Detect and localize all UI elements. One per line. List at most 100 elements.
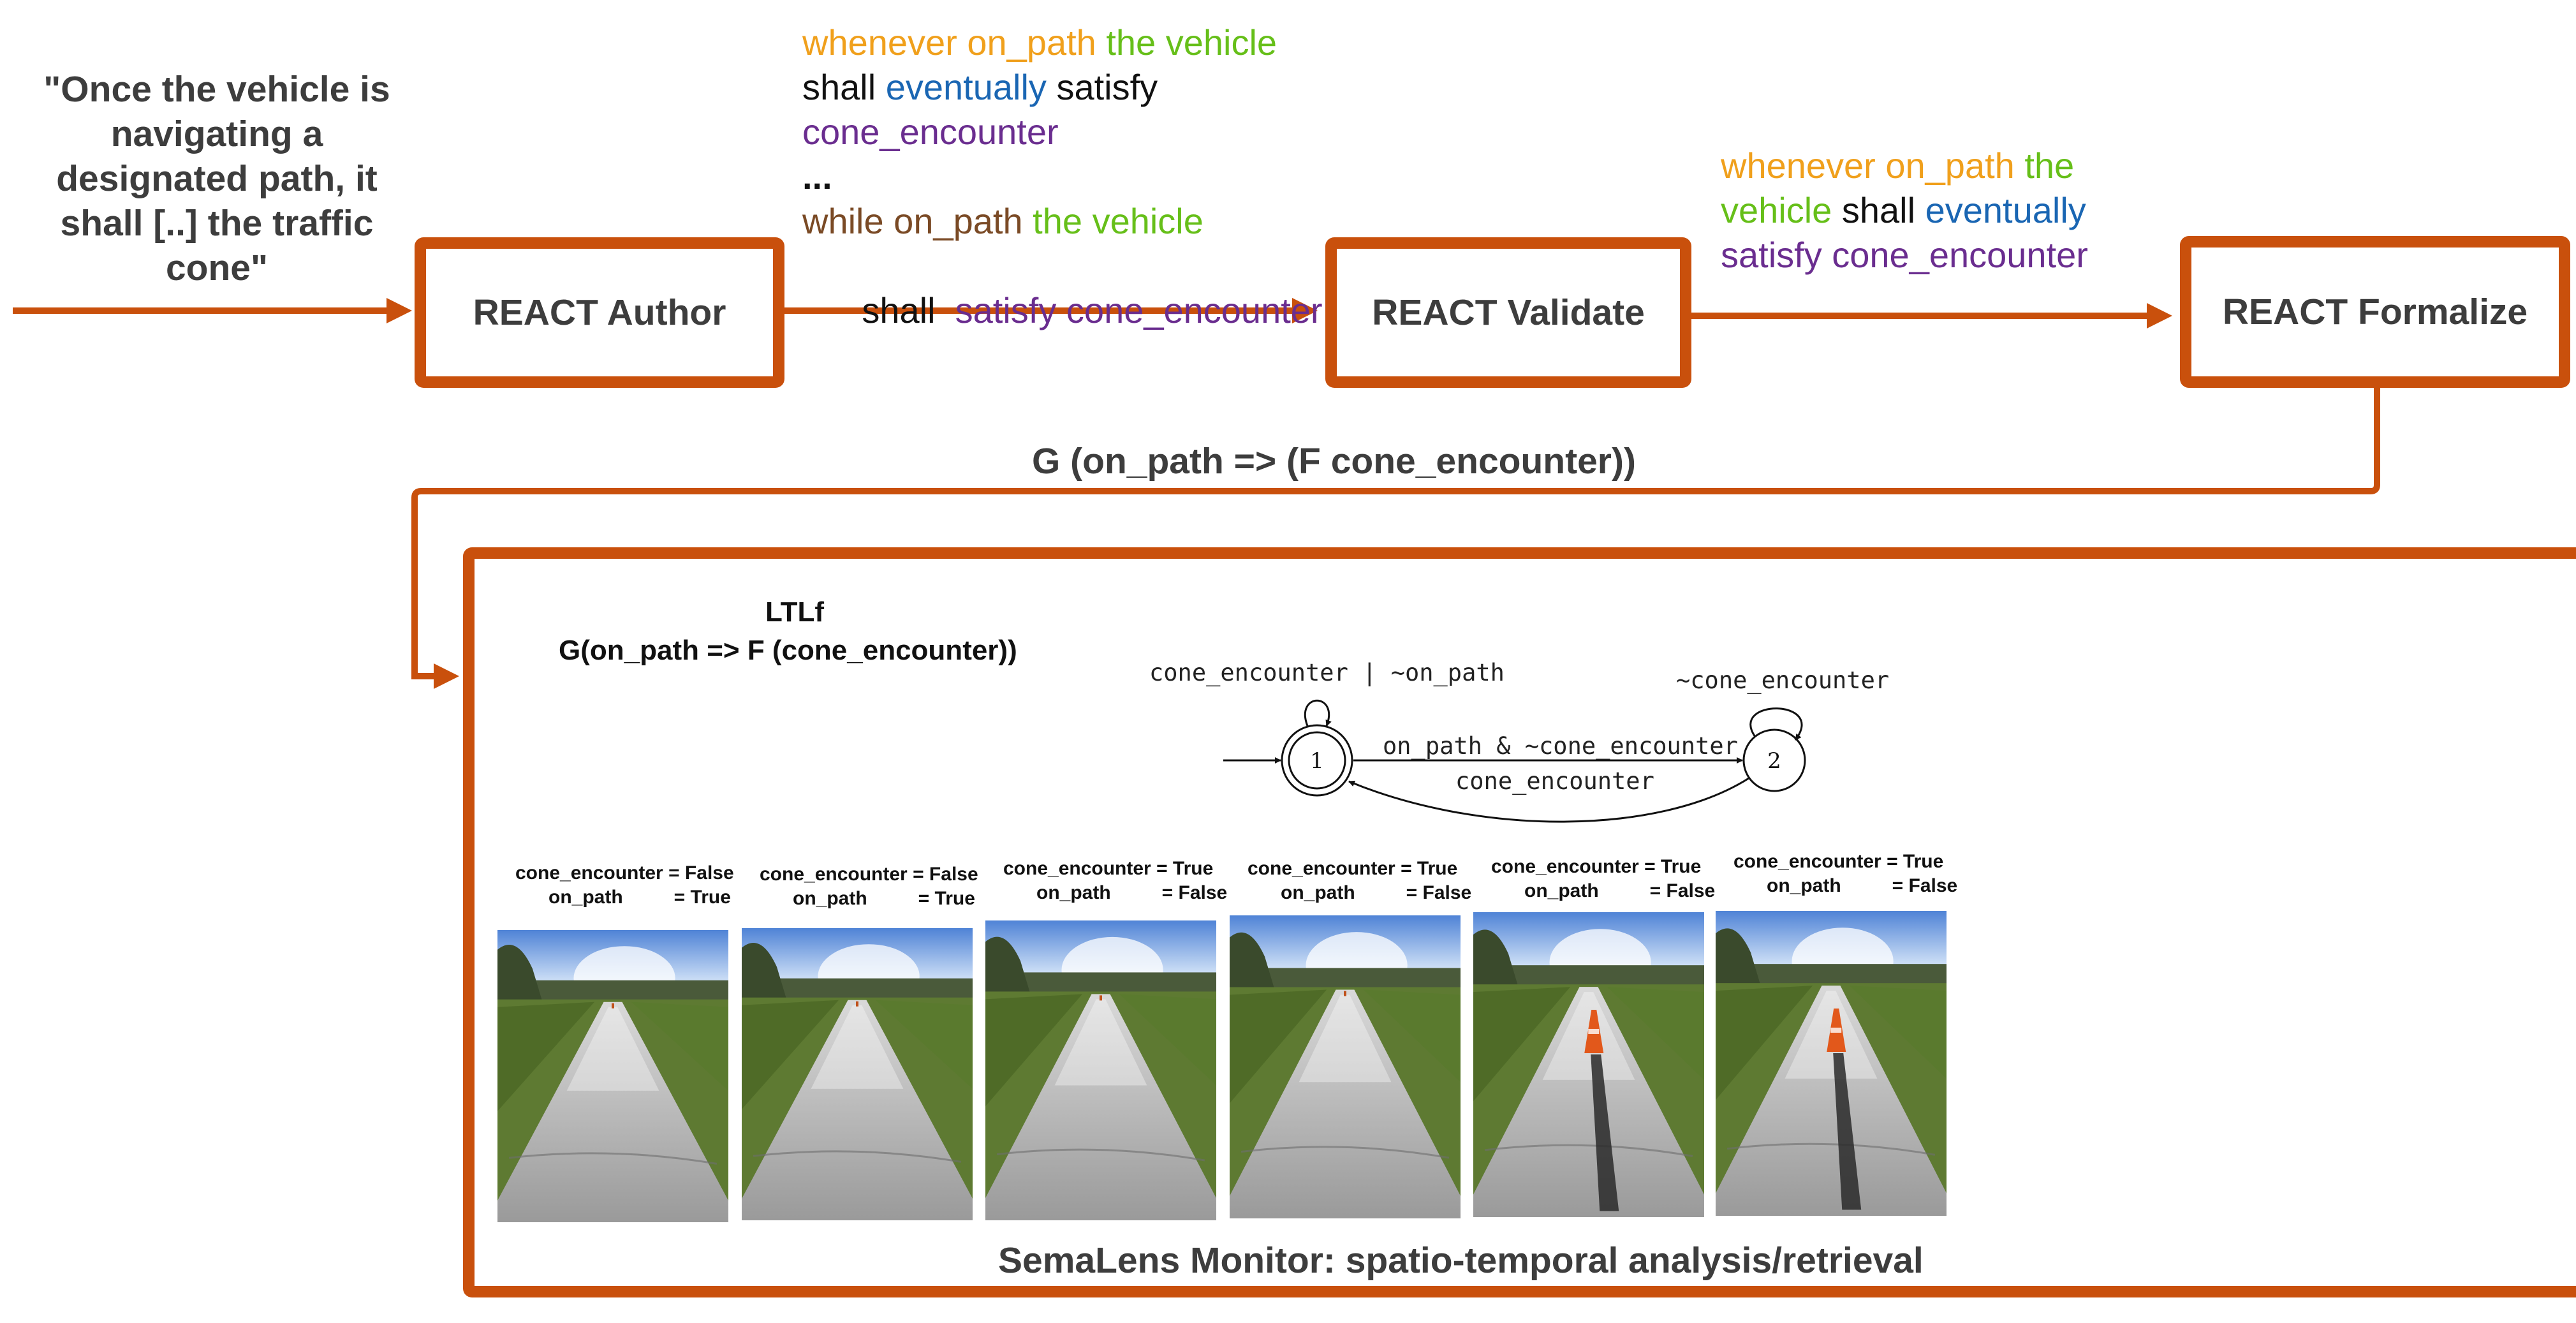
camera-frame xyxy=(742,928,973,1220)
state-1-outer xyxy=(1281,724,1353,797)
author-line-3: cone_encounter xyxy=(802,110,1323,154)
on-path-line: on_path= True xyxy=(760,887,978,911)
on-path-label: on_path xyxy=(1281,882,1355,903)
sidewalk xyxy=(985,994,1216,1220)
tree-left xyxy=(1230,932,1274,989)
cone-encounter-line: cone_encounter = True xyxy=(1733,850,1957,874)
cone-encounter-line: cone_encounter = False xyxy=(515,861,734,885)
on-path-label: on_path xyxy=(1767,875,1841,896)
grass-left xyxy=(985,994,1083,1107)
sidewalk xyxy=(742,1000,973,1220)
on-path-label: on_path xyxy=(1036,882,1111,903)
cone-encounter-value: = True xyxy=(1401,858,1458,879)
cone-encounter-line: cone_encounter = True xyxy=(1003,857,1227,881)
sidewalk xyxy=(497,1001,728,1222)
tree-left xyxy=(985,936,1030,993)
grass-left xyxy=(1230,989,1327,1104)
ltlf-formula: G(on_path => F (cone_encounter)) xyxy=(559,635,1017,666)
sidewalk-crack xyxy=(1484,1144,1693,1157)
on-path-line: on_path = False xyxy=(1003,881,1227,905)
grass-right xyxy=(1363,989,1461,1083)
tree-left xyxy=(497,944,542,1001)
edge-1-to-2-label: on_path & ~cone_encounter xyxy=(1383,732,1738,760)
camera-frame xyxy=(1473,912,1704,1217)
sidewalk xyxy=(1716,986,1947,1216)
author-seg: shall xyxy=(802,67,886,107)
on-path-line: on_path= False xyxy=(1491,879,1715,903)
on-path-line: on_path = False xyxy=(1248,881,1471,905)
ltlf-automaton: 1 2 xyxy=(1223,699,1806,823)
grass-right xyxy=(1849,986,1947,1079)
quote-line: designated path, it xyxy=(56,158,378,199)
quote-line: "Once the vehicle is xyxy=(43,69,390,110)
sidewalk-glare xyxy=(566,1007,659,1091)
react-validate-box[interactable]: REACT Validate xyxy=(1325,237,1691,388)
sidewalk-crack xyxy=(1726,1142,1936,1156)
cone-encounter-value: = True xyxy=(1887,851,1944,872)
cone-encounter-label: cone_encounter xyxy=(1491,856,1639,877)
sidewalk-crack xyxy=(1240,1146,1450,1159)
sidewalk-crack xyxy=(753,1150,962,1163)
self-loop-2 xyxy=(1749,707,1803,741)
author-seg: satisfy cone_encounter xyxy=(955,290,1323,330)
cone-encounter-value: = True xyxy=(1156,858,1214,879)
on-path-value: = True xyxy=(918,888,975,909)
author-ellipsis-text: ... xyxy=(802,156,832,196)
quote-line: navigating a xyxy=(110,114,323,154)
author-line-6: shall satisfy cone_encounter xyxy=(802,244,1323,378)
grass-left xyxy=(742,1000,839,1109)
edge-2-to-1-label: cone_encounter xyxy=(1455,767,1654,795)
distant-cone xyxy=(1100,995,1102,1001)
author-seg: cone_encounter xyxy=(802,112,1059,152)
react-formalize-label: REACT Formalize xyxy=(2222,292,2528,332)
validate-seg: whenever on_path xyxy=(1721,145,2015,186)
author-output-text: whenever on_path the vehicle shall event… xyxy=(802,20,1323,378)
tree-left xyxy=(742,942,786,999)
self-loop-2-label: ~cone_encounter xyxy=(1676,667,1890,694)
on-path-value: = False xyxy=(1406,882,1472,903)
camera-frame xyxy=(497,930,728,1222)
grass-right xyxy=(1119,994,1216,1086)
cone-encounter-label: cone_encounter xyxy=(760,864,908,885)
cone-stripe xyxy=(1830,1027,1842,1033)
validate-seg: the xyxy=(2014,145,2075,186)
cone-stripe xyxy=(1588,1028,1600,1034)
author-line-2: shall eventually satisfy xyxy=(802,65,1323,110)
sidewalk-glare xyxy=(1054,999,1147,1086)
camera-frame xyxy=(985,920,1216,1220)
tree-left xyxy=(1473,929,1518,986)
validate-seg: eventually xyxy=(1925,190,2086,230)
self-loop-1-label: cone_encounter | ~on_path xyxy=(1149,659,1505,686)
react-formalize-box[interactable]: REACT Formalize xyxy=(2180,236,2570,388)
cone-encounter-label: cone_encounter xyxy=(1248,858,1395,879)
grass-left xyxy=(1473,987,1571,1102)
cone-encounter-value: = False xyxy=(913,864,978,885)
cone-encounter-line: cone_encounter = True xyxy=(1248,857,1471,881)
sidewalk-crack xyxy=(996,1148,1205,1162)
sidewalk-crack xyxy=(508,1152,718,1165)
distant-cone xyxy=(1344,991,1346,996)
camera-frame xyxy=(1716,911,1947,1216)
react-validate-label: REACT Validate xyxy=(1372,292,1645,333)
distant-cone xyxy=(856,1001,858,1007)
quote-line: shall [..] the traffic xyxy=(60,203,374,244)
author-seg: satisfy xyxy=(1046,67,1158,107)
react-author-box[interactable]: REACT Author xyxy=(415,237,784,388)
on-path-value: = False xyxy=(1649,880,1716,901)
cone-shadow xyxy=(1591,1054,1619,1211)
author-line-1: whenever on_path the vehicle xyxy=(802,20,1323,65)
on-path-value: = False xyxy=(1161,882,1228,903)
validate-line-3: satisfy cone_encounter xyxy=(1721,233,2088,277)
on-path-value: = True xyxy=(673,887,731,908)
sidewalk xyxy=(1230,989,1461,1218)
state-1-inner xyxy=(1288,731,1346,790)
sidewalk xyxy=(1473,987,1704,1217)
grass-right xyxy=(631,1001,728,1091)
cone-encounter-label: cone_encounter xyxy=(1733,851,1881,872)
sidewalk-glare xyxy=(1299,994,1392,1083)
author-seg: the vehicle xyxy=(1096,22,1277,63)
